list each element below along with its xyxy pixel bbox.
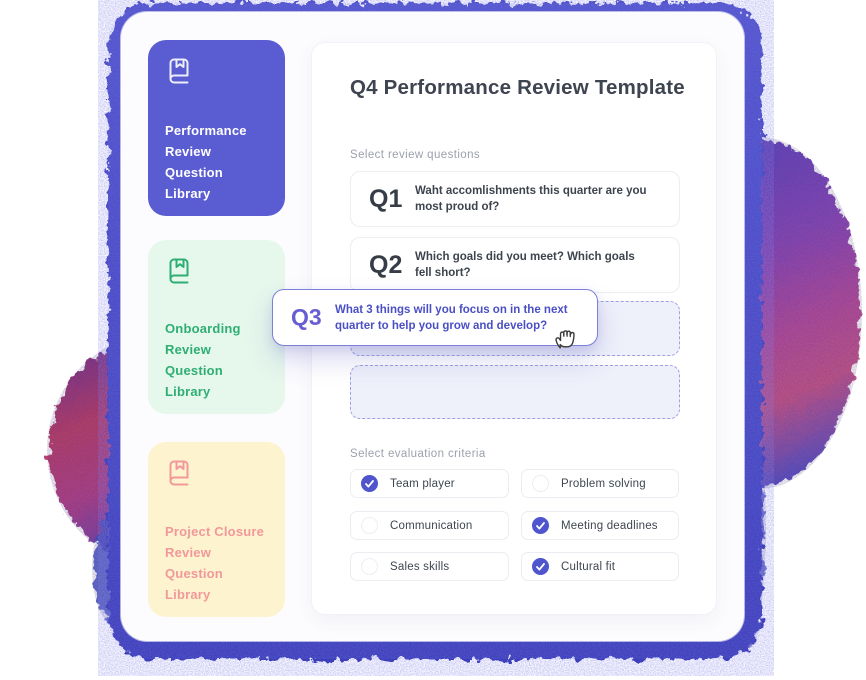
question-number: Q1 [369,184,403,213]
sidebar-item-performance-library[interactable]: Performance Review Question Library [148,40,285,216]
book-bookmark-icon [169,258,189,284]
checkbox-icon[interactable] [532,558,549,575]
criteria-checkbox-communication[interactable]: Communication [350,511,509,540]
question-drop-slot-2[interactable] [350,365,680,419]
criteria-checkbox-cultural-fit[interactable]: Cultural fit [521,552,679,581]
question-number: Q2 [369,250,403,279]
criteria-section-label: Select evaluation criteria [350,448,486,460]
criteria-label: Problem solving [561,477,646,490]
criteria-label: Communication [390,519,473,532]
criteria-label: Sales skills [390,560,450,573]
book-bookmark-icon [169,58,189,84]
sidebar-item-onboarding-library[interactable]: Onboarding Review Question Library [148,240,285,414]
page-title: Q4 Performance Review Template [350,76,685,99]
checkbox-icon[interactable] [361,558,378,575]
criteria-label: Meeting deadlines [561,519,658,532]
sidebar-item-project-closure-library[interactable]: Project Closure Review Question Library [148,442,285,617]
checkbox-icon[interactable] [361,475,378,492]
questions-section-label: Select review questions [350,149,481,161]
question-number: Q3 [291,304,322,330]
criteria-checkbox-problem-solving[interactable]: Problem solving [521,469,679,498]
criteria-checkbox-meeting-deadlines[interactable]: Meeting deadlines [521,511,679,540]
criteria-checkbox-team-player[interactable]: Team player [350,469,509,498]
dragged-question-card-q3[interactable]: Q3 What 3 things will you focus on in th… [272,289,598,346]
question-text: Which goals did you meet? Which goals fe… [415,251,635,279]
library-card-label: Project Closure Review Question Library [165,524,265,602]
criteria-checkbox-sales-skills[interactable]: Sales skills [350,552,509,581]
question-card-q2[interactable]: Q2 Which goals did you meet? Which goals… [350,237,680,293]
library-card-label: Performance Review Question Library [165,123,247,201]
question-text: Waht accomlishments this quarter are you… [415,185,647,213]
checkbox-icon[interactable] [361,517,378,534]
grab-cursor-icon [555,330,575,349]
criteria-label: Team player [390,477,455,490]
checkbox-icon[interactable] [532,475,549,492]
criteria-label: Cultural fit [561,560,616,573]
book-bookmark-icon [169,460,189,486]
checkbox-icon[interactable] [532,517,549,534]
question-text: What 3 things will you focus on in the n… [335,303,568,332]
question-card-q1[interactable]: Q1 Waht accomlishments this quarter are … [350,171,680,227]
library-card-label: Onboarding Review Question Library [165,321,241,399]
